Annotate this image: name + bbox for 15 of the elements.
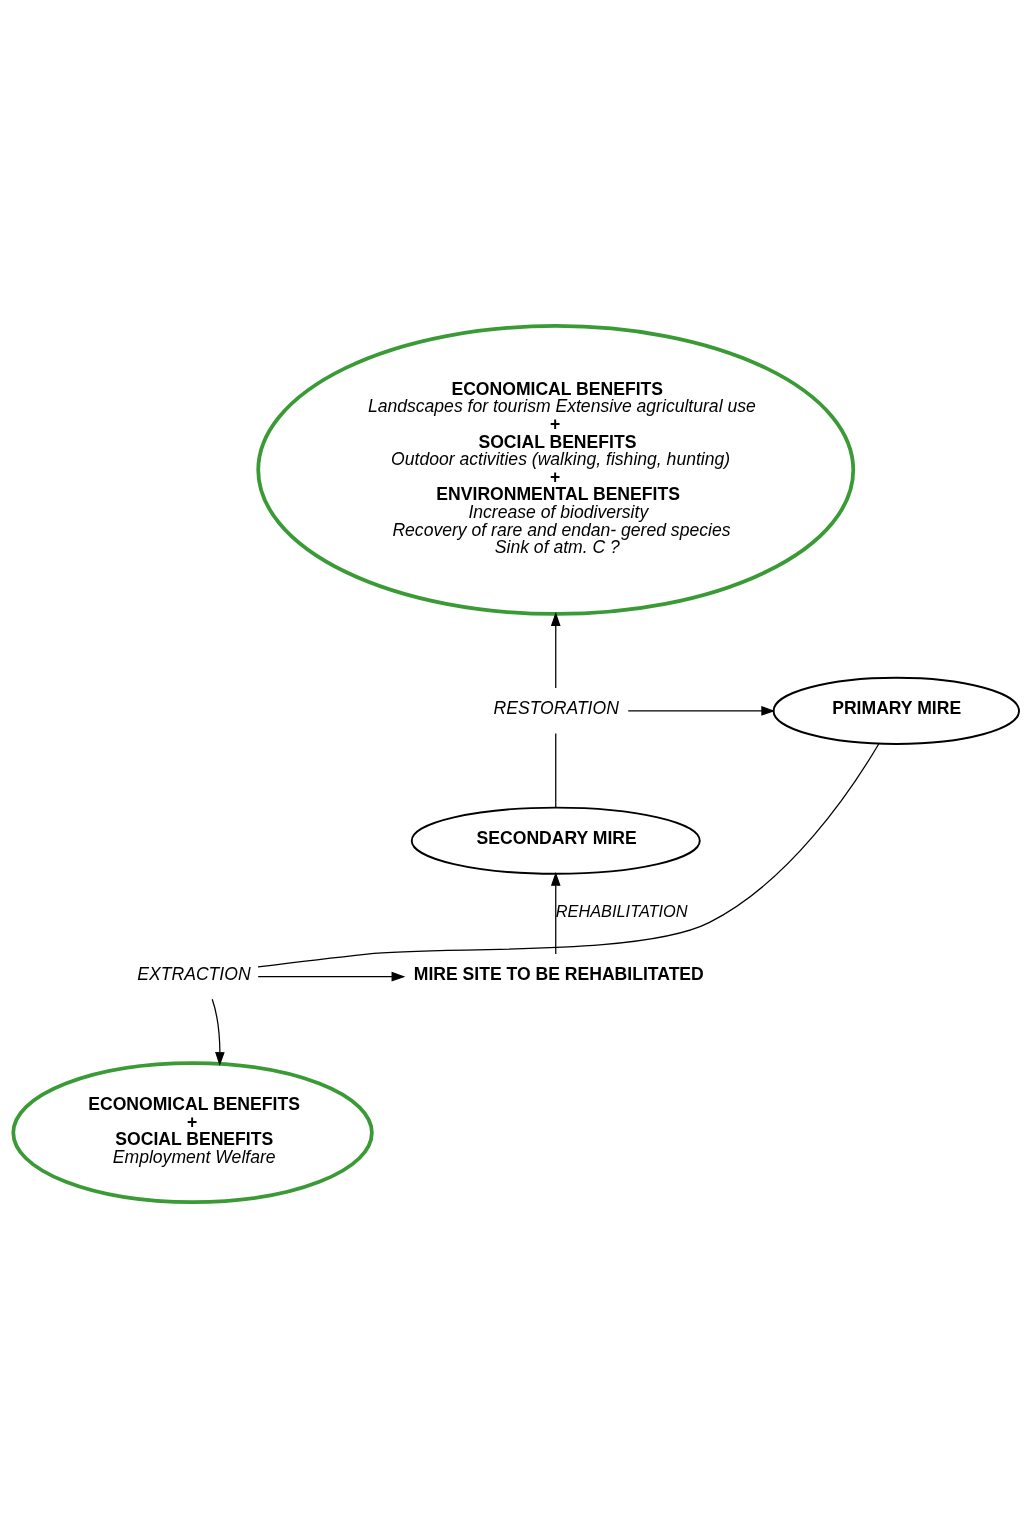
arrow — [550, 612, 561, 689]
arrow — [211, 998, 225, 1066]
connector — [257, 742, 880, 968]
edge-label: REHABILITATION — [555, 901, 688, 920]
connector — [555, 732, 557, 809]
node-text: EXTRACTION — [137, 964, 251, 985]
node-ellipse: ECONOMICAL BENEFITS + SOCIAL BENEFITS Employment Welfare — [11, 1061, 374, 1205]
arrow — [550, 871, 561, 955]
node-ellipse: ECONOMICAL BENEFITS Landscapes for tourism Extensive agricultural use + SOCIAL BENEFITS Outdoor activities (walking, fishing, hunting) + ENVIRONMENTAL BENEFITS Increase of biodiversity Recovery of rare and endan- gered species Sink of atm. C ? — [256, 324, 856, 616]
node-ellipse: PRIMARY MIRE — [772, 676, 1020, 745]
node-ellipse: SECONDARY MIRE — [410, 806, 701, 875]
node-text: MIRE SITE TO BE REHABILITATED — [413, 964, 704, 985]
arrow — [257, 971, 406, 982]
arrow — [627, 706, 776, 716]
node-text: RESTORATION — [493, 698, 619, 719]
